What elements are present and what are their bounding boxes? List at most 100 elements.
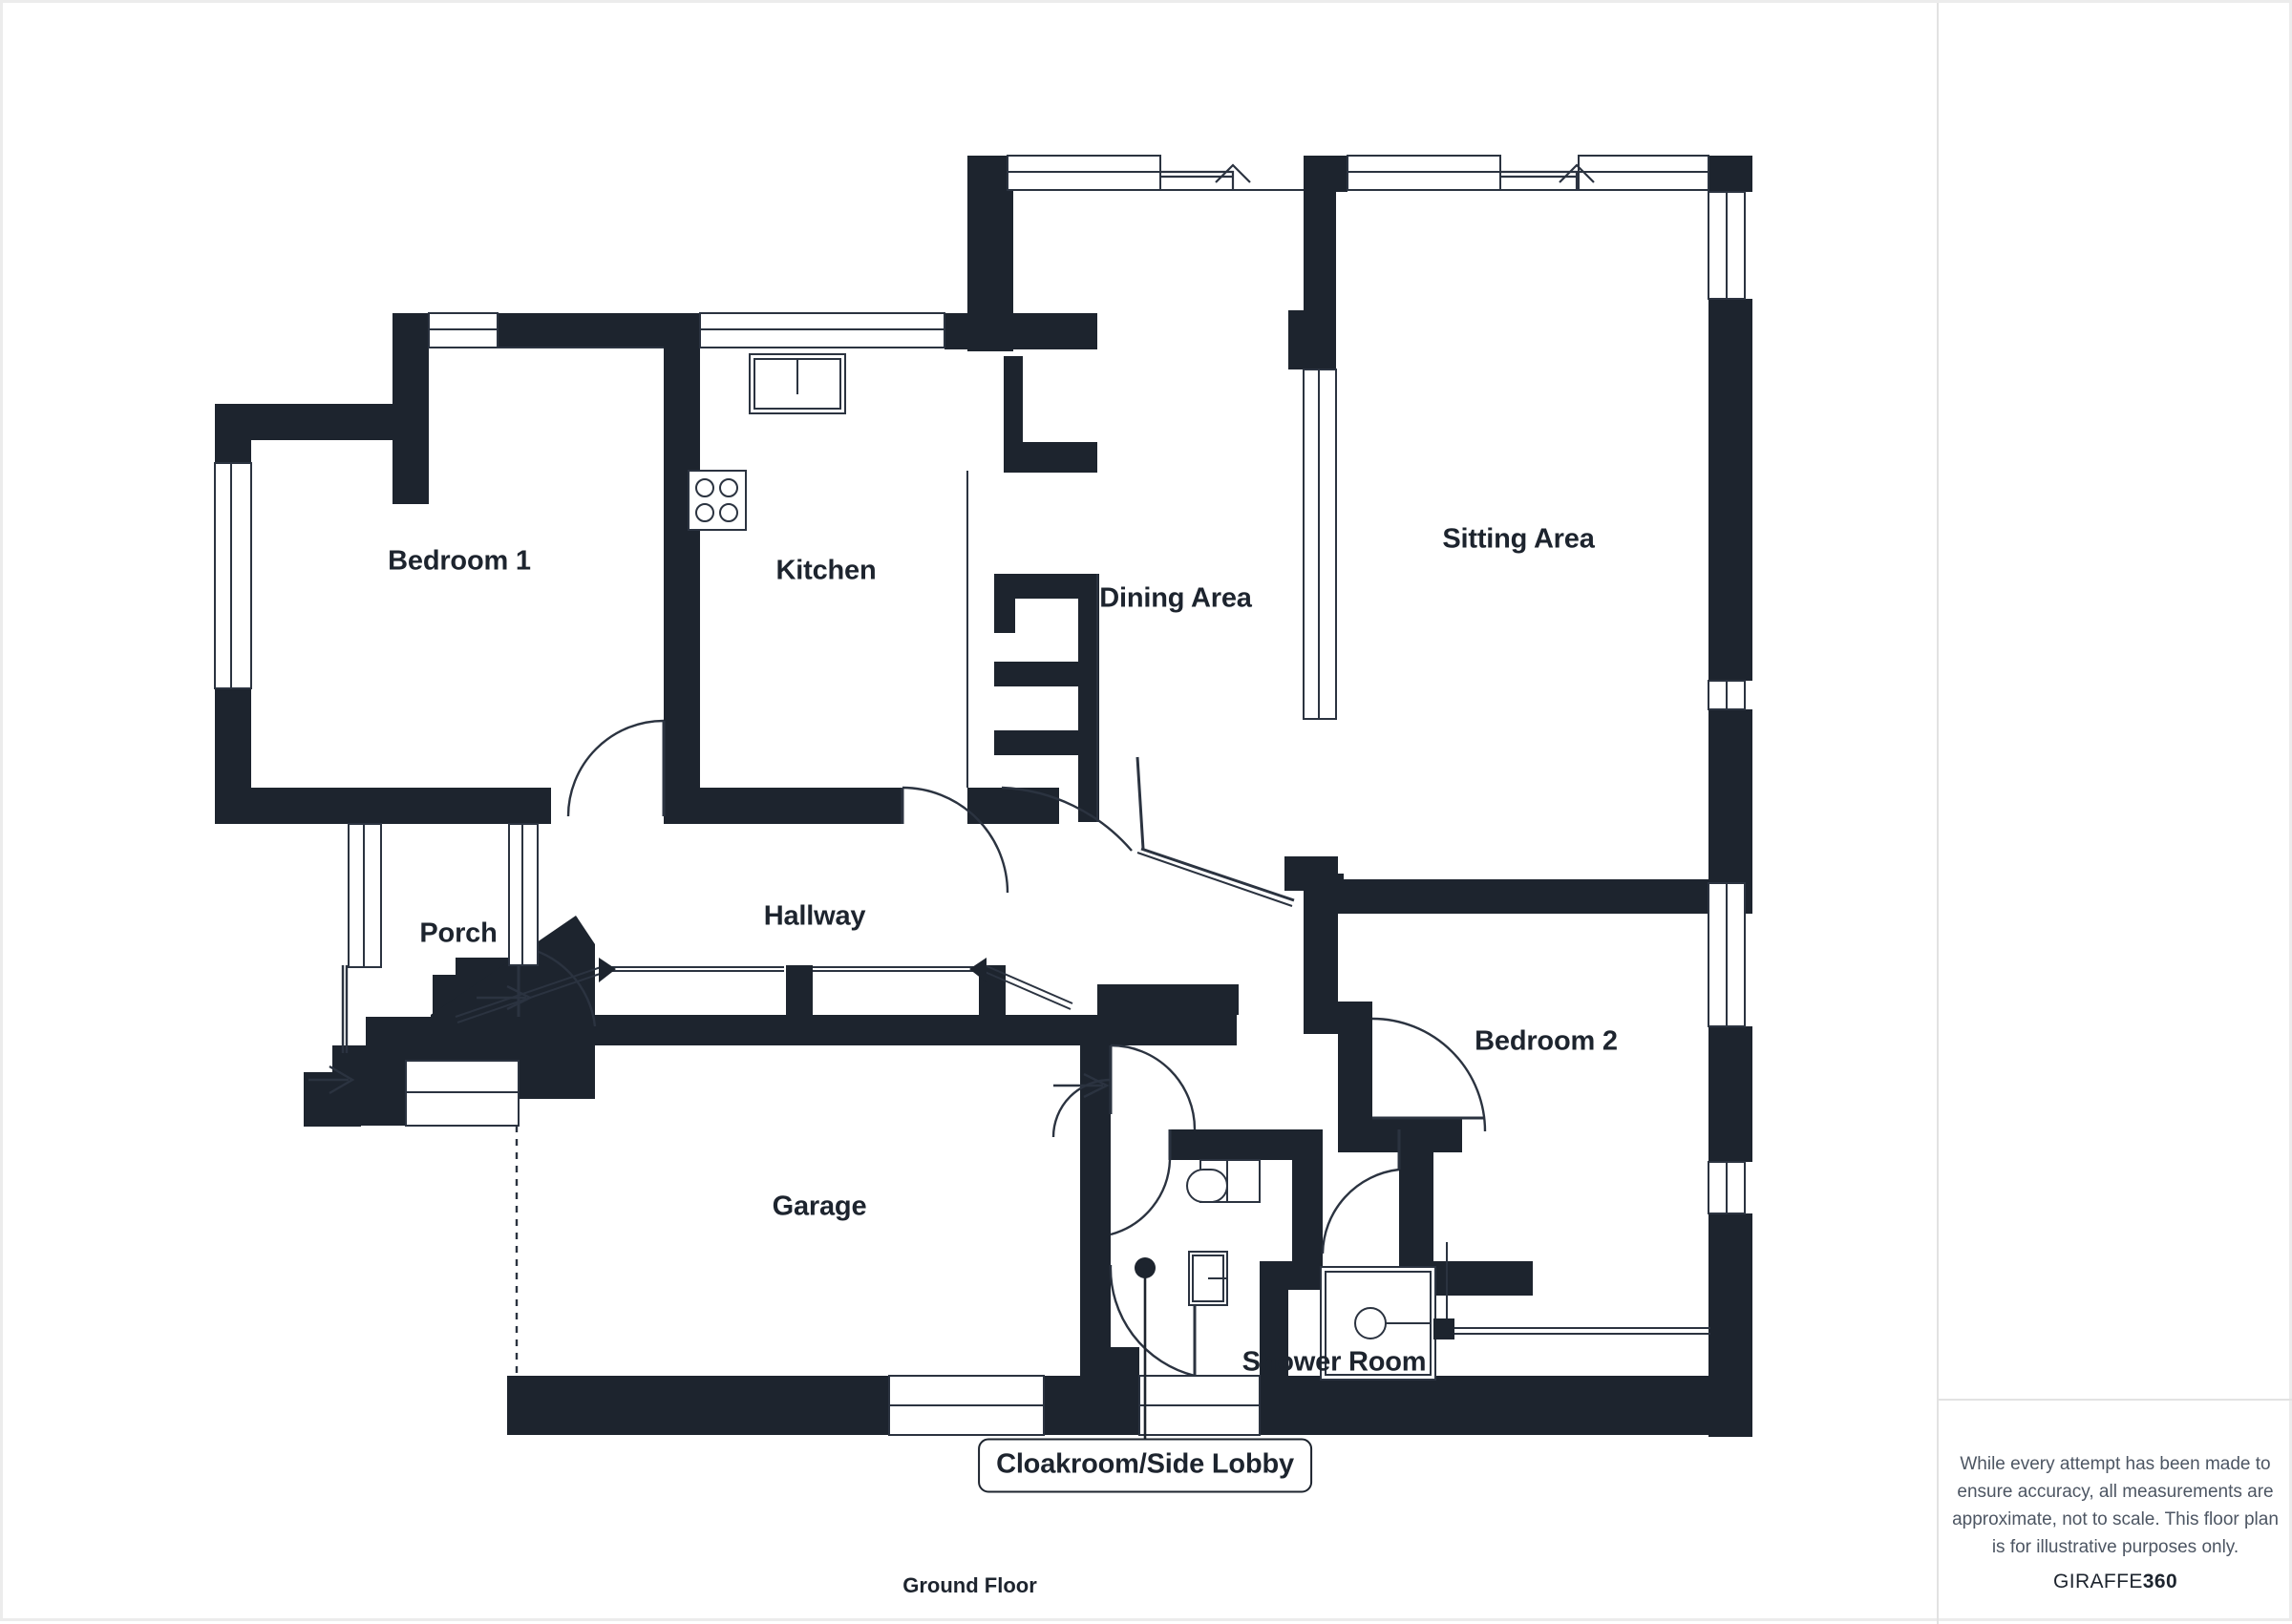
door-dining-leaf-bottom <box>1140 847 1295 902</box>
hob-outline <box>688 470 747 531</box>
wall-bedroom2-west-lower <box>1338 1015 1372 1129</box>
door-cloak-arc <box>1110 1044 1197 1130</box>
window-dining-north-outer <box>1007 155 1161 173</box>
porch-west-glazing-outer <box>348 823 365 968</box>
pane-divider-horizontal <box>1939 1399 2292 1401</box>
porch-west-glazing-inner <box>363 823 382 968</box>
window-lobby-south-outer <box>1138 1375 1261 1406</box>
window-arrow-dining-rail <box>1160 170 1235 190</box>
door-dining-leaf-top <box>1135 756 1145 850</box>
window-bedroom2-east-outer <box>1708 882 1728 1027</box>
wall-dining-top-left-return <box>967 313 1097 349</box>
brand-name-bold: 360 <box>2142 1571 2178 1592</box>
wall-hallway-south-a <box>519 1015 1111 1045</box>
door-wc-arc <box>1110 1159 1172 1236</box>
room-label-kitchen: Kitchen <box>775 555 877 586</box>
door-hall-cup-left-head <box>599 958 616 982</box>
window-arrow-dining-head <box>1215 163 1251 183</box>
wall-dining-small-pier-a <box>1004 356 1023 466</box>
wall-bedroom2-west-upper <box>1304 879 1338 1013</box>
window-lobby-south-inner <box>1138 1404 1261 1436</box>
window-sitting-north-right-outer <box>1578 155 1709 173</box>
wall-hallway-south-c <box>1097 984 1239 1015</box>
entry-arrow-group <box>308 965 1110 1099</box>
wall-east-exterior-mid <box>1708 709 1752 883</box>
disclaimer-text: While every attempt has been made to ens… <box>1952 1454 2279 1557</box>
door-hall-cup-left-leaf <box>455 964 607 1018</box>
window-sitting-north-right-inner <box>1578 171 1709 191</box>
porch-east-glazing-outer <box>508 823 523 966</box>
window-kitchen-north-outer <box>699 312 945 330</box>
window-porch-south-outer <box>405 1060 520 1093</box>
room-label-bedroom1: Bedroom 1 <box>388 545 531 577</box>
window-dining-north-inner <box>1007 171 1161 191</box>
door-bedroom1-arc <box>566 719 665 817</box>
window-bedroom1-west-outer <box>214 462 232 689</box>
wall-shower-south-stub <box>1260 1376 1326 1435</box>
info-panel: While every attempt has been made to ens… <box>1939 3 2292 1624</box>
door-shower-arc <box>1321 1168 1400 1255</box>
window-swing-arrows <box>1160 163 1595 190</box>
room-label-shower-room: Shower Room <box>1242 1346 1427 1378</box>
wall-bedroom1-bottom <box>215 788 551 824</box>
door-kitchen-arc <box>902 786 1009 894</box>
room-label-garage: Garage <box>772 1191 867 1222</box>
window-bedroom1-north-inner <box>428 328 499 348</box>
room-callout-cloakroom-side-lobby: Cloakroom/Side Lobby <box>978 1438 1312 1493</box>
window-sitting-west-outer <box>1303 369 1320 720</box>
door-hall-cup-right-leaf <box>984 964 1073 1004</box>
shower-fixture-node <box>1433 1318 1454 1339</box>
window-bedroom2-east2-inner <box>1726 1161 1746 1214</box>
door-dining-leaf-bottom2 <box>1136 852 1293 907</box>
window-bedroom1-west-inner <box>230 462 252 689</box>
brand-name-light: GIRAFFE <box>2052 1571 2143 1592</box>
wall-hall-bedroom2-nib2 <box>1311 874 1344 896</box>
window-bedroom2-east-inner <box>1726 882 1746 1027</box>
internal-door-leaf-group <box>455 958 1073 1023</box>
wall-shower-south <box>1326 1376 1708 1435</box>
arrow-porch-inner-head <box>506 984 533 1011</box>
window-garage-south-outer <box>888 1375 1045 1406</box>
window-sitting-north-left-outer <box>1347 155 1501 173</box>
window-bedroom2-east2-outer <box>1708 1161 1728 1214</box>
room-label-bedroom2: Bedroom 2 <box>1475 1025 1618 1057</box>
wall-garage-east <box>1080 1044 1111 1380</box>
room-label-dining-area: Dining Area <box>1099 582 1252 614</box>
wall-wc-east <box>1292 1129 1323 1282</box>
window-arrow-sitting-rail <box>1500 170 1579 190</box>
wall-dining-top-corner <box>967 156 1008 190</box>
door-bedroom2-arc <box>1371 1017 1487 1132</box>
window-sitting-east-outer <box>1708 191 1728 300</box>
wall-sitting-bedroom2-divider <box>1304 879 1752 914</box>
door-group <box>517 719 1487 1378</box>
porch-east-glazing-inner <box>521 823 539 966</box>
window-group <box>214 155 1746 1436</box>
window-sitting-north-left-inner <box>1347 171 1501 191</box>
wall-east-exterior-upper <box>1708 299 1752 681</box>
hob-burner-3 <box>695 503 714 522</box>
fixture-group <box>688 353 1710 1381</box>
wall-dining-nib-vert <box>1078 574 1099 822</box>
wall-staircase-wedge <box>431 916 595 1045</box>
wall-east-exterior-lower <box>1708 1213 1752 1437</box>
interior-thin-lines <box>966 471 1098 822</box>
wall-sitting-left-upper <box>1304 156 1336 329</box>
window-arrow-sitting-head <box>1559 163 1595 183</box>
door-hall-cup-left-leaf2 <box>456 970 609 1023</box>
window-sitting-east2-outer <box>1708 680 1728 710</box>
wall-garage-south-a <box>507 1376 889 1435</box>
door-garage-lobby-arc <box>1109 1264 1196 1378</box>
brand-logo: GIRAFFE360 <box>1939 1571 2292 1593</box>
pane-divider-vertical <box>1937 3 1939 1624</box>
wall-kitchen-bottom-right <box>967 788 1059 824</box>
room-label-hallway: Hallway <box>763 900 866 932</box>
window-sitting-east2-inner <box>1726 680 1746 710</box>
wall-kitchen-bottom-left <box>664 788 902 824</box>
wall-bedroom1-kitchen-party <box>664 313 700 819</box>
hob-burner-1 <box>695 478 714 497</box>
wc-pan <box>1186 1169 1228 1203</box>
window-bedroom1-north-outer <box>428 312 499 330</box>
room-label-porch: Porch <box>419 917 498 949</box>
door-hall-cup-right-head <box>969 958 987 982</box>
wall-dining-nib-d <box>994 730 1099 755</box>
